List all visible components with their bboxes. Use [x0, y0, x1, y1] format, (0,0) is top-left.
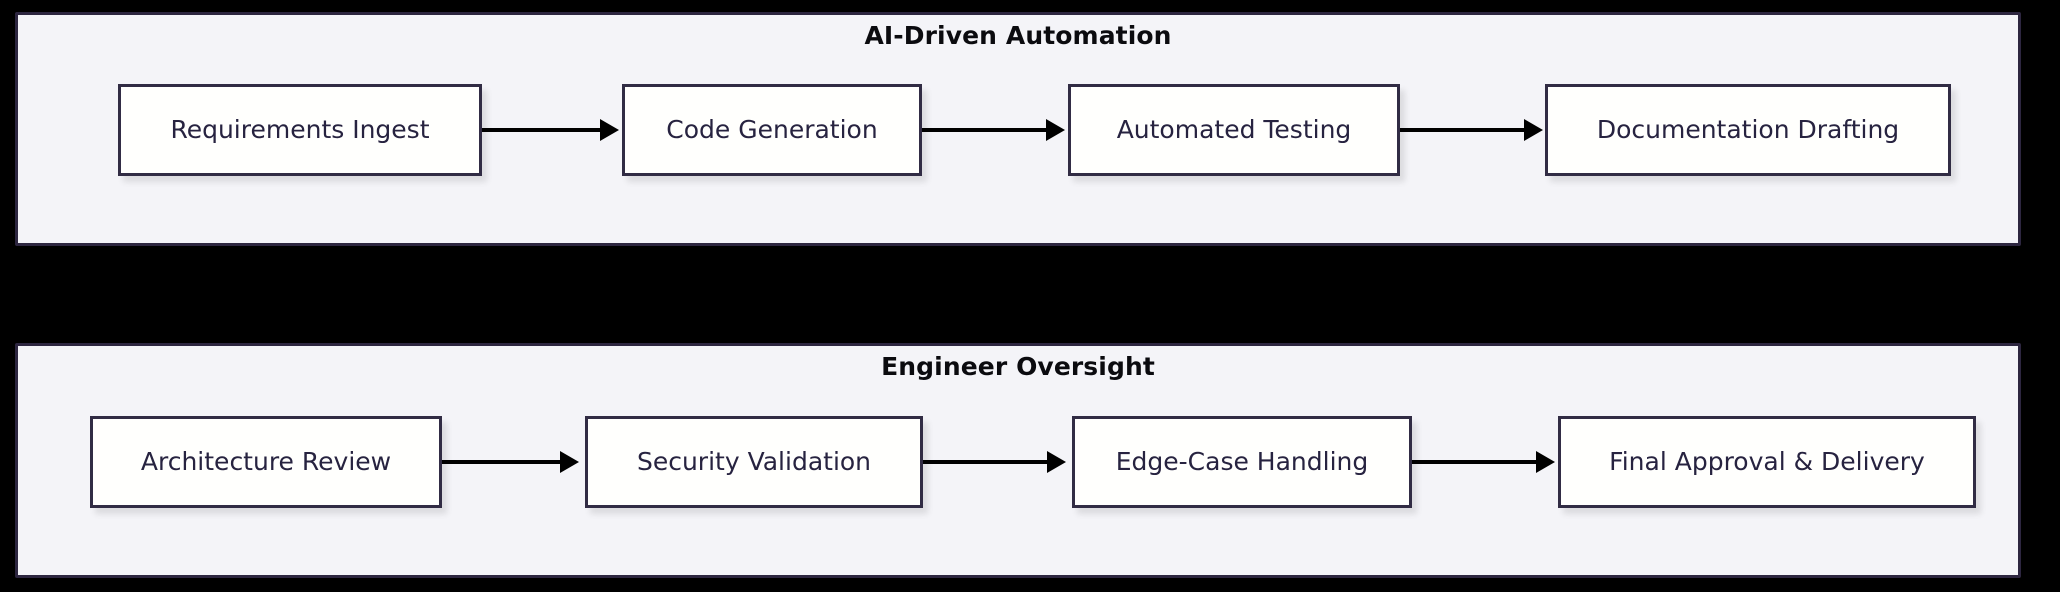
- arrowhead-automated-testing-to-documentation-drafting: [1524, 119, 1543, 141]
- arrowhead-code-generation-to-automated-testing: [1046, 119, 1065, 141]
- node-label-documentation-drafting: Documentation Drafting: [1596, 115, 1900, 145]
- node-requirements-ingest[interactable]: Requirements Ingest: [118, 84, 482, 176]
- subgraph-title-ai-driven-automation: AI-Driven Automation: [864, 21, 1172, 50]
- node-architecture-review[interactable]: Architecture Review: [90, 416, 442, 508]
- arrowhead-requirements-ingest-to-code-generation: [600, 119, 619, 141]
- node-edge-case-handling[interactable]: Edge-Case Handling: [1072, 416, 1412, 508]
- subgraph-title-engineer-oversight: Engineer Oversight: [881, 352, 1155, 381]
- arrowhead-architecture-review-to-security-validation: [560, 451, 579, 473]
- edge-edge-case-handling-to-final-approval-delivery: [1412, 460, 1538, 464]
- node-final-approval-delivery[interactable]: Final Approval & Delivery: [1558, 416, 1976, 508]
- edge-architecture-review-to-security-validation: [442, 460, 562, 464]
- node-label-edge-case-handling: Edge-Case Handling: [1115, 447, 1369, 477]
- node-security-validation[interactable]: Security Validation: [585, 416, 923, 508]
- node-label-requirements-ingest: Requirements Ingest: [170, 115, 430, 145]
- node-label-final-approval-delivery: Final Approval & Delivery: [1609, 447, 1925, 477]
- arrowhead-edge-case-handling-to-final-approval-delivery: [1536, 451, 1555, 473]
- node-documentation-drafting[interactable]: Documentation Drafting: [1545, 84, 1951, 176]
- edge-automated-testing-to-documentation-drafting: [1400, 128, 1526, 132]
- node-code-generation[interactable]: Code Generation: [622, 84, 922, 176]
- arrowhead-security-validation-to-edge-case-handling: [1047, 451, 1066, 473]
- node-automated-testing[interactable]: Automated Testing: [1068, 84, 1400, 176]
- node-label-code-generation: Code Generation: [666, 115, 878, 145]
- node-label-security-validation: Security Validation: [636, 447, 872, 477]
- edge-requirements-ingest-to-code-generation: [482, 128, 602, 132]
- node-label-architecture-review: Architecture Review: [140, 447, 392, 477]
- edge-security-validation-to-edge-case-handling: [923, 460, 1049, 464]
- node-label-automated-testing: Automated Testing: [1116, 115, 1352, 145]
- edge-code-generation-to-automated-testing: [922, 128, 1048, 132]
